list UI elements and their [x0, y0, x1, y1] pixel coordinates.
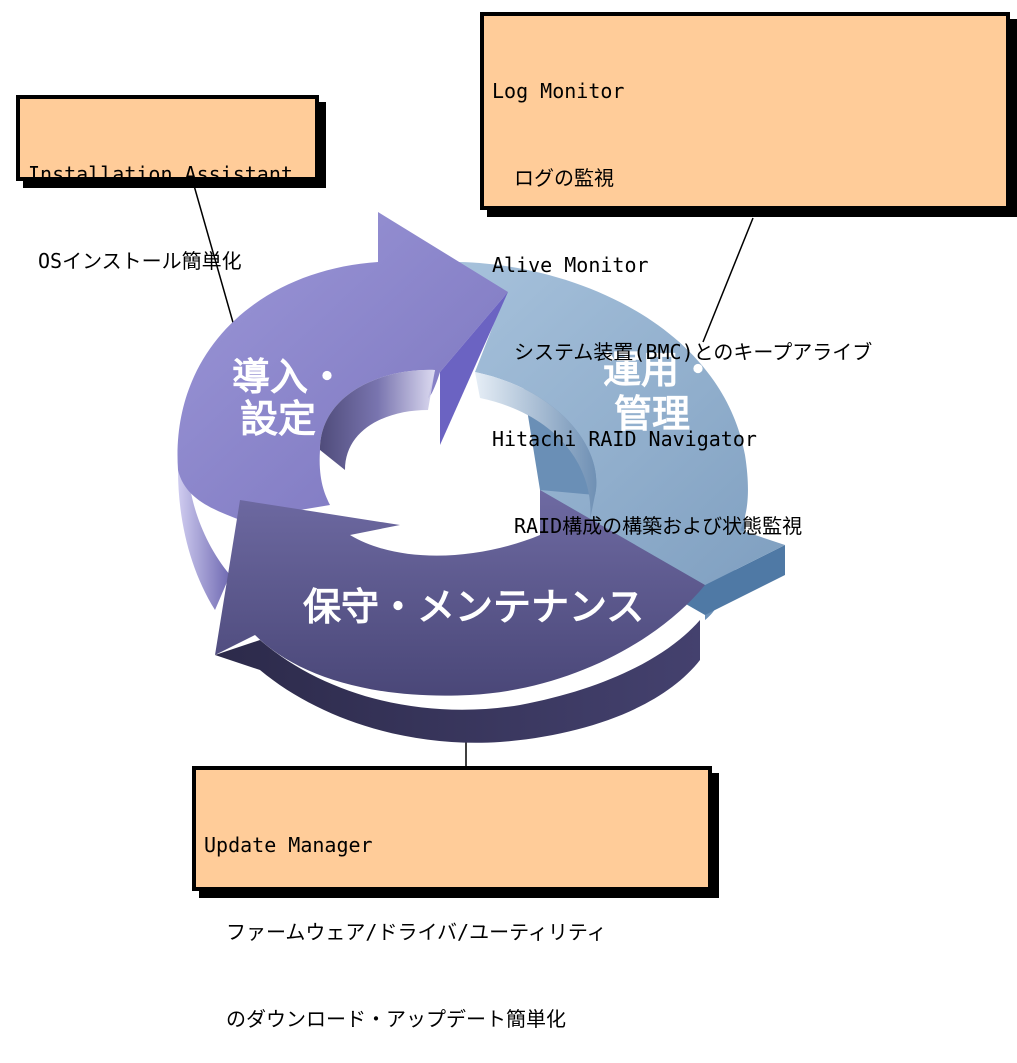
update-manager-name: Update Manager: [204, 833, 373, 857]
connector-line-installation: [192, 181, 239, 341]
log-monitor-desc: ログの監視: [514, 166, 614, 190]
raid-navigator-name: Hitachi RAID Navigator: [492, 427, 757, 451]
alive-monitor-desc: システム装置(BMC)とのキープアライブ: [514, 340, 873, 364]
maintenance-arrow: [215, 490, 705, 743]
update-callout: Update Manager ファームウェア/ドライバ/ユーティリティ のダウン…: [192, 766, 712, 1031]
raid-navigator-desc: RAID構成の構築および状態監視: [514, 514, 803, 538]
setup-label-line1: 導入・: [232, 355, 346, 399]
operation-label-line2: 管理: [614, 392, 690, 436]
monitoring-callout: Log Monitor ログの監視 Alive Monitor システム装置(B…: [480, 12, 1010, 538]
operation-label-line1: 運用・: [603, 348, 717, 392]
update-manager-desc-2: のダウンロード・アップデート簡単化: [226, 1007, 566, 1031]
cycle-diagram: 導入・ 設定 運用・ 管理 保守・メンテナンス: [177, 181, 785, 766]
installation-callout: Installation Assistant OSインストール簡単化: [16, 95, 319, 273]
alive-monitor-name: Alive Monitor: [492, 253, 649, 277]
installation-tool-name: Installation Assistant: [28, 162, 293, 186]
connector-line-monitoring: [702, 217, 754, 343]
installation-tool-desc: OSインストール簡単化: [38, 249, 242, 273]
update-manager-desc-1: ファームウェア/ドライバ/ユーティリティ: [226, 920, 607, 944]
setup-arrow: [177, 212, 508, 610]
log-monitor-name: Log Monitor: [492, 79, 625, 103]
maintenance-label: 保守・メンテナンス: [303, 585, 644, 629]
setup-label-line2: 設定: [240, 397, 316, 441]
